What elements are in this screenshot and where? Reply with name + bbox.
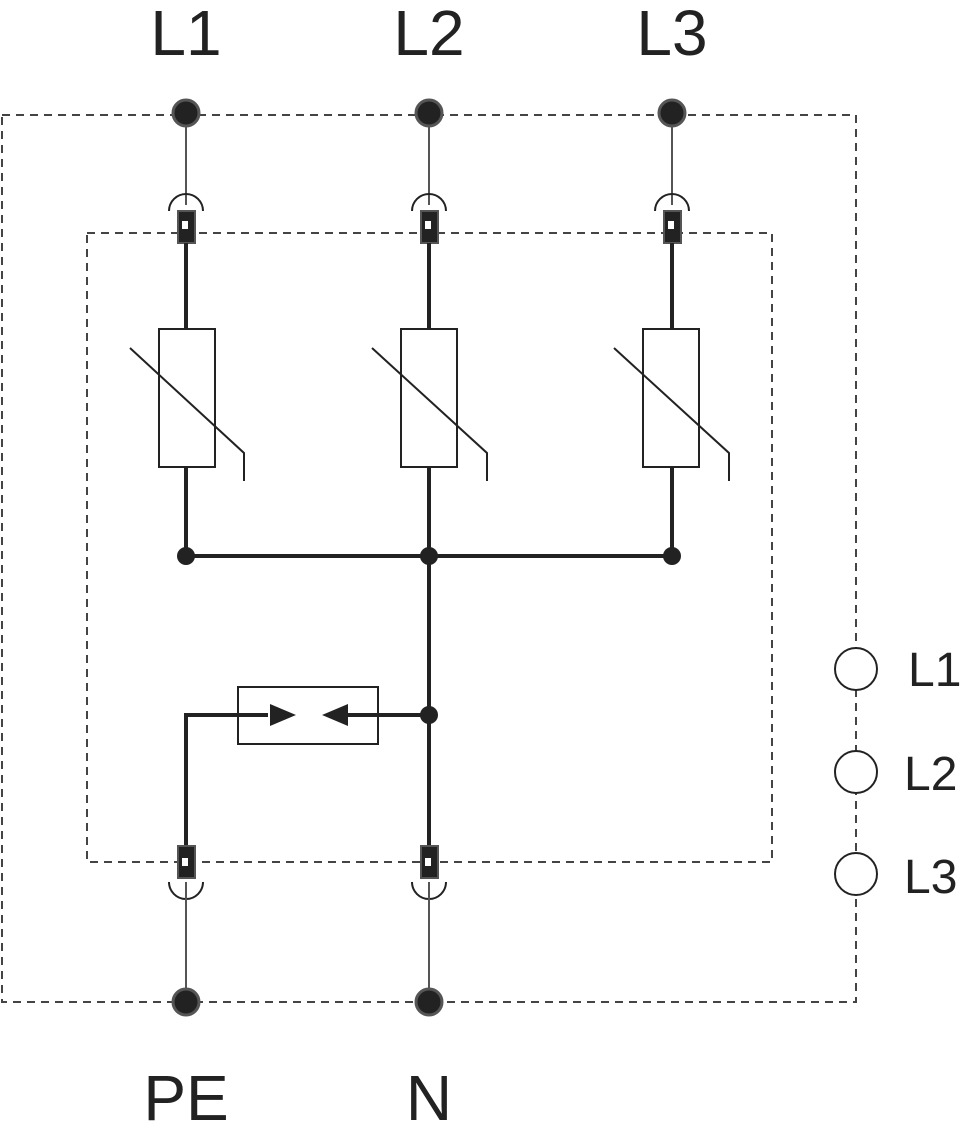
indicator-lamp xyxy=(834,750,878,794)
plug-contact xyxy=(654,193,690,212)
indicator-lamp xyxy=(834,852,878,896)
pe-terminal xyxy=(168,845,204,1017)
terminal-dot-pe xyxy=(171,987,201,1017)
arrow-right xyxy=(270,704,296,726)
indicator-l2: L2 xyxy=(834,748,957,801)
varistor-l3 xyxy=(642,328,700,468)
indicator-l3: L3 xyxy=(834,851,957,904)
plug-contact xyxy=(168,193,204,212)
indicator-lamp xyxy=(834,647,878,691)
varistor-l1 xyxy=(158,328,216,468)
terminal-dot-l3 xyxy=(657,98,687,128)
terminal-dot-n xyxy=(414,987,444,1017)
phase-l1 xyxy=(129,98,245,556)
terminal-label-l3: L3 xyxy=(636,0,707,69)
plug-contact xyxy=(411,193,447,212)
arrow-left xyxy=(322,704,348,726)
spark-gap xyxy=(186,686,429,745)
terminal-dot-l1 xyxy=(171,98,201,128)
varistor-l2 xyxy=(400,328,458,468)
varistor-curve xyxy=(129,347,245,481)
indicator-label-l1: L1 xyxy=(908,644,961,697)
terminal-label-l2: L2 xyxy=(393,0,464,69)
junction-dot xyxy=(663,547,681,565)
phase-l3 xyxy=(613,98,730,556)
junction-dot xyxy=(177,547,195,565)
indicator-l1: L1 xyxy=(834,644,961,697)
terminal-dot-l2 xyxy=(414,98,444,128)
varistor-curve xyxy=(613,347,730,481)
indicator-label-l3: L3 xyxy=(904,851,957,904)
varistor-curve xyxy=(371,347,488,481)
terminal-label-n: N xyxy=(406,1062,452,1123)
terminal-label-pe: PE xyxy=(143,1062,228,1123)
phase-l2 xyxy=(371,98,488,556)
n-terminal xyxy=(411,845,447,1017)
indicator-label-l2: L2 xyxy=(904,748,957,801)
terminal-label-l1: L1 xyxy=(150,0,221,69)
